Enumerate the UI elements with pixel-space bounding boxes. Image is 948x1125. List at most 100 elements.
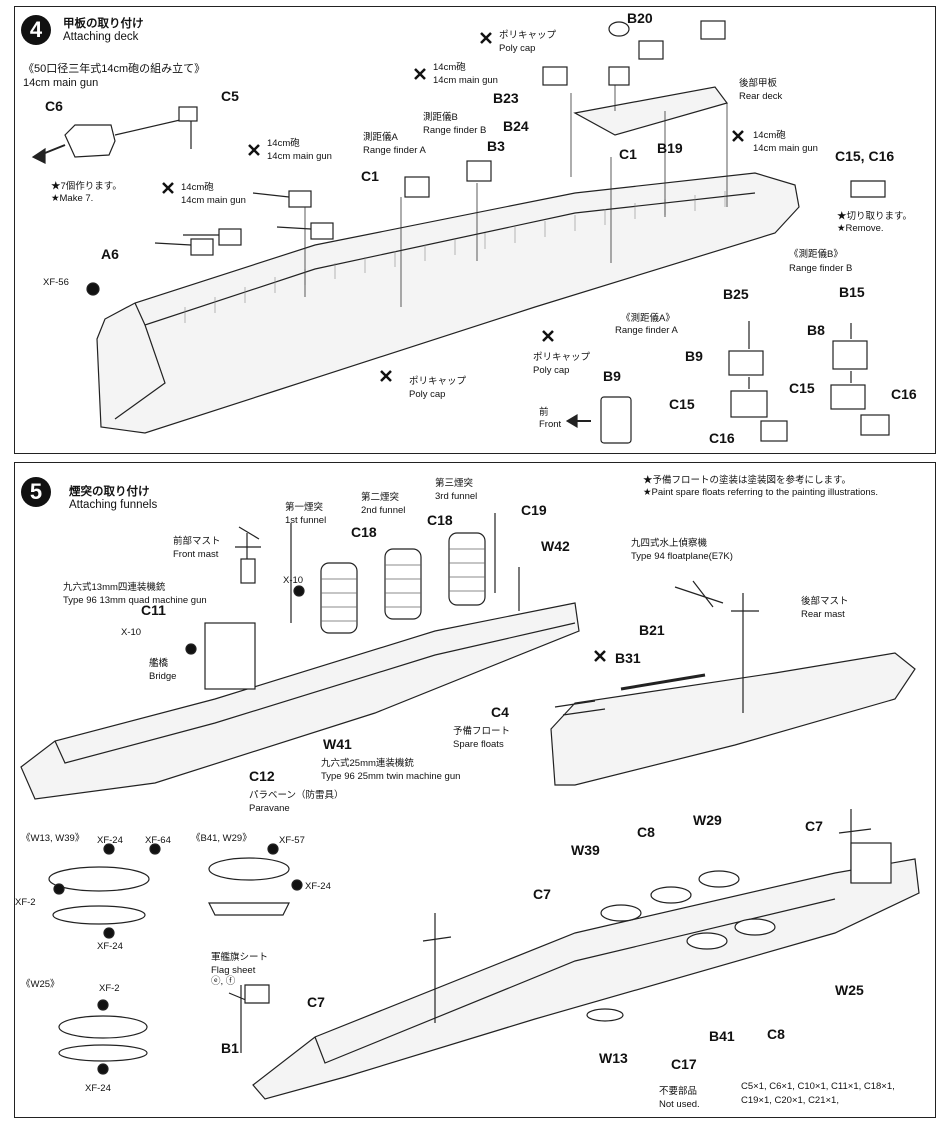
spare-float-note-ja: ★予備フロートの塗装は塗装図を参考にします。 [643, 475, 852, 486]
step-number: 4 [21, 15, 51, 45]
subassembly-rfb-en: Range finder B [789, 263, 853, 274]
quad-mg-label: 九六式13mm四連装機銃 Type 96 13mm quad machine g… [63, 582, 207, 606]
bridge-label: 艦橋 Bridge [149, 658, 177, 682]
remove-note-en: ★Remove. [837, 223, 884, 234]
subassembly-b41-w29: 《B41, W29》 [191, 833, 252, 844]
step-5-panel: 5 煙突の取り付け Attaching funnels ★予備フロートの塗装は塗… [14, 462, 936, 1118]
part-label: C15, C16 [835, 148, 895, 164]
part-label: C16 [891, 386, 917, 402]
subassembly-rfa-en: Range finder A [615, 325, 678, 336]
polycap-label-1: ポリキャップ Poly cap [499, 30, 557, 54]
part-label: C8 [637, 824, 655, 840]
part-label: C12 [249, 768, 275, 784]
rear-mast-label: 後部マスト Rear mast [801, 596, 849, 620]
part-label: B15 [839, 284, 865, 300]
range-finder-a-label: 測距儀A Range finder A [363, 132, 426, 156]
part-label: C7 [307, 994, 325, 1010]
subassembly-title-ja: 《50口径三年式14cm砲の組み立て》 [23, 63, 206, 75]
funnel-2-label: 第二煙突 2nd funnel [361, 492, 406, 516]
spare-floats-label: 予備フロート Spare floats [453, 726, 511, 750]
paint-code: XF-24 [97, 835, 123, 846]
step-title-en: Attaching deck [63, 31, 139, 43]
part-label: W39 [571, 842, 600, 858]
subassembly-rfb-ja: 《測距儀B》 [789, 249, 843, 260]
paint-code: XF-57 [279, 835, 305, 846]
front-label-ja: 前 [539, 407, 549, 418]
part-label: C1 [619, 146, 637, 162]
part-label: C1 [361, 168, 379, 184]
part-label: B23 [493, 90, 519, 106]
spare-float-note-en: ★Paint spare floats referring to the pai… [643, 487, 879, 498]
rear-deck-label: 後部甲板 Rear deck [739, 78, 783, 102]
part-label: C4 [491, 704, 509, 720]
paint-code: XF-2 [15, 897, 36, 908]
subassembly-w13-w39: 《W13, W39》 [21, 833, 85, 844]
polycap-label-2: ポリキャップ Poly cap [533, 352, 591, 376]
twin-mg-label: 九六式25mm連装機銃 Type 96 25mm twin machine gu… [321, 758, 461, 782]
not-used-list-1: C5×1, C6×1, C10×1, C11×1, C18×1, [741, 1081, 895, 1092]
front-label-en: Front [539, 419, 562, 430]
floatplane-label: 九四式水上偵察機 Type 94 floatplane(E7K) [631, 538, 733, 562]
step-number: 5 [21, 477, 51, 507]
part-label: C11 [141, 602, 166, 618]
gun-label-4: 14cm砲 14cm main gun [753, 130, 818, 154]
step-4-illustration [31, 20, 890, 444]
not-used-label: 不要部品 Not used. [659, 1086, 700, 1110]
gun-label-3: 14cm砲 14cm main gun [433, 62, 498, 86]
not-used-list-2: C19×1, C20×1, C21×1, [741, 1095, 839, 1106]
subassembly-w25: 《W25》 [21, 979, 60, 990]
subassembly-title-en: 14cm main gun [23, 77, 99, 89]
part-label: B31 [615, 650, 641, 666]
paravane-label: パラベーン（防雷具） Paravane [249, 790, 344, 814]
funnel-1-label: 第一煙突 1st funnel [285, 502, 327, 526]
gun-label-1: 14cm砲 14cm main gun [267, 138, 332, 162]
part-label: W42 [541, 538, 570, 554]
paint-code: XF-2 [99, 983, 120, 994]
step-title-ja: 甲板の取り付け [63, 18, 144, 30]
part-label: W25 [835, 982, 864, 998]
paint-code: XF-56 [43, 277, 69, 288]
part-label: B25 [723, 286, 749, 302]
part-label: C15 [669, 396, 695, 412]
make-note-en: ★Make 7. [51, 193, 94, 204]
part-label: B24 [503, 118, 529, 134]
paint-code: XF-64 [145, 835, 171, 846]
paint-code: X-10 [283, 575, 304, 586]
part-label: C6 [45, 98, 63, 114]
funnel-3-label: 第三煙突 3rd funnel [435, 478, 478, 502]
part-label: C7 [533, 886, 551, 902]
paint-code: XF-24 [85, 1083, 111, 1094]
remove-note-ja: ★切り取ります。 [837, 211, 913, 222]
part-label: W41 [323, 736, 352, 752]
part-label: B9 [603, 368, 621, 384]
part-label: W13 [599, 1050, 628, 1066]
front-mast-label: 前部マスト Front mast [173, 536, 221, 560]
step-title-ja: 煙突の取り付け [69, 486, 150, 498]
make-note-ja: ★7個作ります。 [51, 181, 122, 192]
part-label: C7 [805, 818, 823, 834]
paint-code: X-10 [121, 627, 142, 638]
part-label: B1 [221, 1040, 239, 1056]
polycap-label-3: ポリキャップ Poly cap [409, 376, 467, 400]
range-finder-b-label: 測距儀B Range finder B [423, 112, 487, 136]
part-label: B19 [657, 140, 683, 156]
part-label: C15 [789, 380, 815, 396]
part-label: B8 [807, 322, 825, 338]
part-label: C18 [351, 524, 377, 540]
flag-sheet-label: 軍艦旗シート Flag sheet ⓔ, ⓕ [211, 952, 269, 987]
part-label: B41 [709, 1028, 735, 1044]
paint-code: XF-24 [97, 941, 123, 952]
part-label: C18 [427, 512, 453, 528]
paint-code: XF-24 [305, 881, 331, 892]
step-4-panel: 4 甲板の取り付け Attaching deck 《50口径三年式14cm砲の組… [14, 6, 936, 454]
step-title-en: Attaching funnels [69, 499, 158, 511]
part-label: C8 [767, 1026, 785, 1042]
part-label: A6 [101, 246, 119, 262]
part-label: W29 [693, 812, 722, 828]
part-label: B9 [685, 348, 703, 364]
gun-label-2: 14cm砲 14cm main gun [181, 182, 246, 206]
step-5-illustration [20, 513, 920, 1100]
part-label: B21 [639, 622, 665, 638]
part-label: C17 [671, 1056, 697, 1072]
subassembly-rfa-ja: 《測距儀A》 [621, 313, 675, 324]
